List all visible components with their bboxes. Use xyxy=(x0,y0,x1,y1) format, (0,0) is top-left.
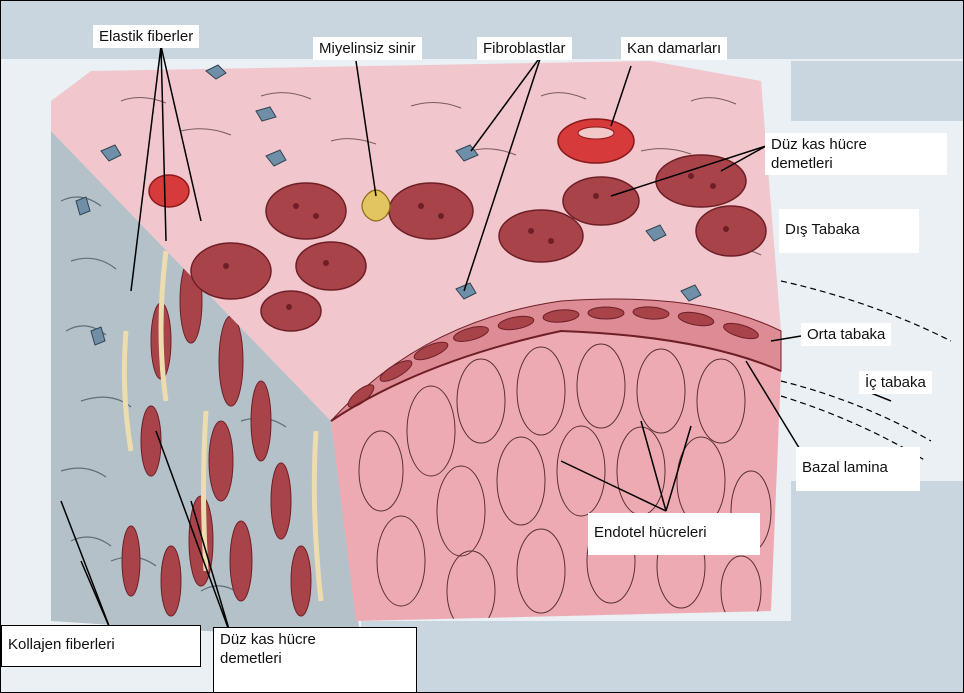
label-kollajen-fiberleri: Kollajen fiberleri xyxy=(1,625,201,667)
label-fibroblastlar: Fibroblastlar xyxy=(477,37,572,60)
label-elastik-fiberler: Elastik fiberler xyxy=(93,25,199,48)
label-orta-tabaka: Orta tabaka xyxy=(801,323,891,346)
label-duz-kas-upper: Düz kas hücre demetleri xyxy=(765,133,947,175)
label-dis-tabaka: Dış Tabaka xyxy=(779,209,919,253)
label-bazal-lamina: Bazal lamina xyxy=(796,447,920,491)
label-ic-tabaka: İç tabaka xyxy=(859,371,932,394)
blood-vessel-lumen xyxy=(578,127,614,139)
label-miyelinsiz-sinir: Miyelinsiz sinir xyxy=(313,37,422,60)
label-duz-kas-lower: Düz kas hücre demetleri xyxy=(213,627,417,693)
label-kan-damarlari: Kan damarları xyxy=(621,37,727,60)
label-endotel-hucreleri: Endotel hücreleri xyxy=(588,513,760,555)
